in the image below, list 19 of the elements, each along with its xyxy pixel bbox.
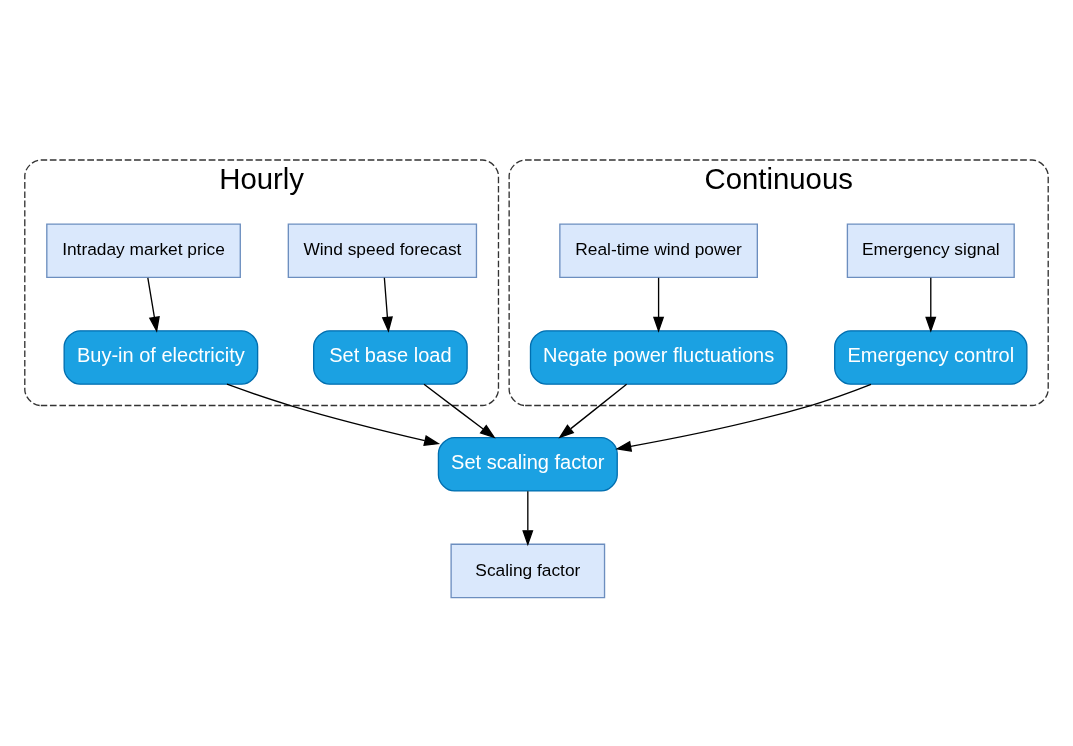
node-box: Emergency control — [834, 329, 1028, 385]
arrow — [653, 276, 665, 333]
node-box: Set scaling factor — [437, 436, 618, 492]
node-box: Real-time wind power — [559, 222, 758, 278]
arrow — [381, 276, 393, 333]
arrow — [522, 490, 534, 546]
node-box: Negate power fluctuations — [529, 329, 788, 385]
node-box: Scaling factor — [450, 543, 606, 598]
node-box: Wind speed forecast — [287, 222, 478, 278]
arrow — [226, 383, 441, 446]
arrow — [615, 383, 872, 452]
arrow — [925, 276, 937, 333]
arrow — [558, 383, 628, 439]
arrow — [147, 276, 160, 333]
node-box: Set base load — [313, 329, 468, 385]
node-box: Intraday market price — [46, 222, 241, 278]
node-box: Emergency signal — [846, 222, 1015, 278]
node-box: Buy-in of electricity — [63, 329, 259, 385]
arrow — [423, 383, 496, 439]
